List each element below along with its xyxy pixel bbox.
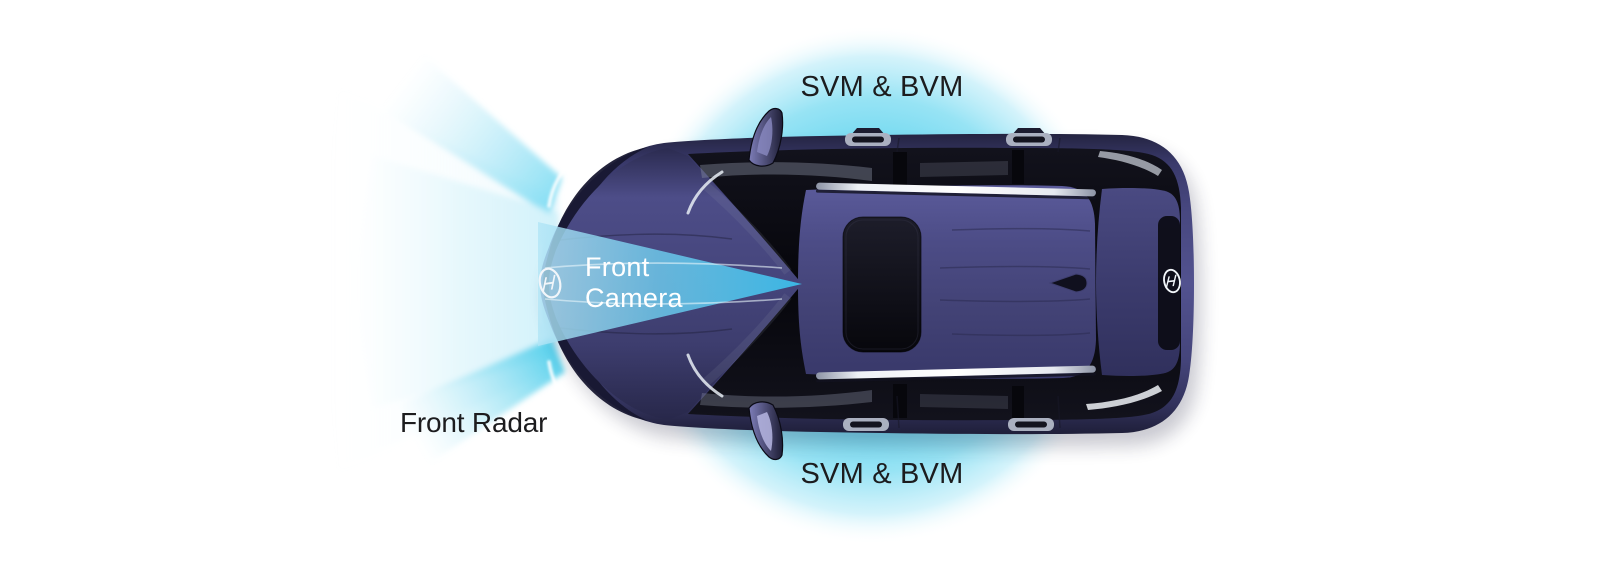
door-handle-rear-bottom [1008, 418, 1054, 431]
rear-trim-highlights [1086, 151, 1162, 410]
hyundai-logo-front-icon [538, 267, 562, 299]
front-camera-cone [538, 222, 802, 346]
door-handle-front-bottom [843, 418, 889, 431]
antenna-fin-icon [1048, 273, 1088, 293]
front-radar-beams [318, 52, 565, 470]
glass-highlights [700, 150, 1024, 420]
a-pillar-highlight-top [686, 170, 724, 215]
door-handle-rear-top [1006, 128, 1052, 146]
roof-rail-top [815, 182, 1096, 200]
sunroof [842, 216, 922, 353]
a-pillar-highlight-bottom [686, 353, 724, 398]
hood-highlight-lines [544, 262, 783, 305]
side-mirror-bottom [748, 401, 784, 461]
radar-beam-lower [398, 338, 565, 463]
front-radar-label: Front Radar [400, 407, 548, 438]
front-camera-label: Front Camera [585, 252, 683, 314]
front-bumper [543, 147, 648, 421]
door-handle-front-top [845, 128, 891, 146]
front-camera-label-line2: Camera [585, 283, 683, 313]
roof-crease-lines [939, 227, 1091, 337]
door-seams [896, 137, 1061, 429]
svm-bvm-bottom-label: SVM & BVM [800, 458, 964, 490]
svm-bvm-top-label: SVM & BVM [800, 71, 964, 103]
radar-beam-middle [350, 156, 558, 408]
front-camera-label-line1: Front [585, 252, 650, 282]
radar-beam-upper [376, 52, 562, 215]
sunroof-inner-rim [845, 219, 919, 350]
side-mirror-top [748, 107, 784, 167]
roof-rail-bottom [816, 365, 1097, 383]
rear-accent-strip [1158, 216, 1180, 350]
